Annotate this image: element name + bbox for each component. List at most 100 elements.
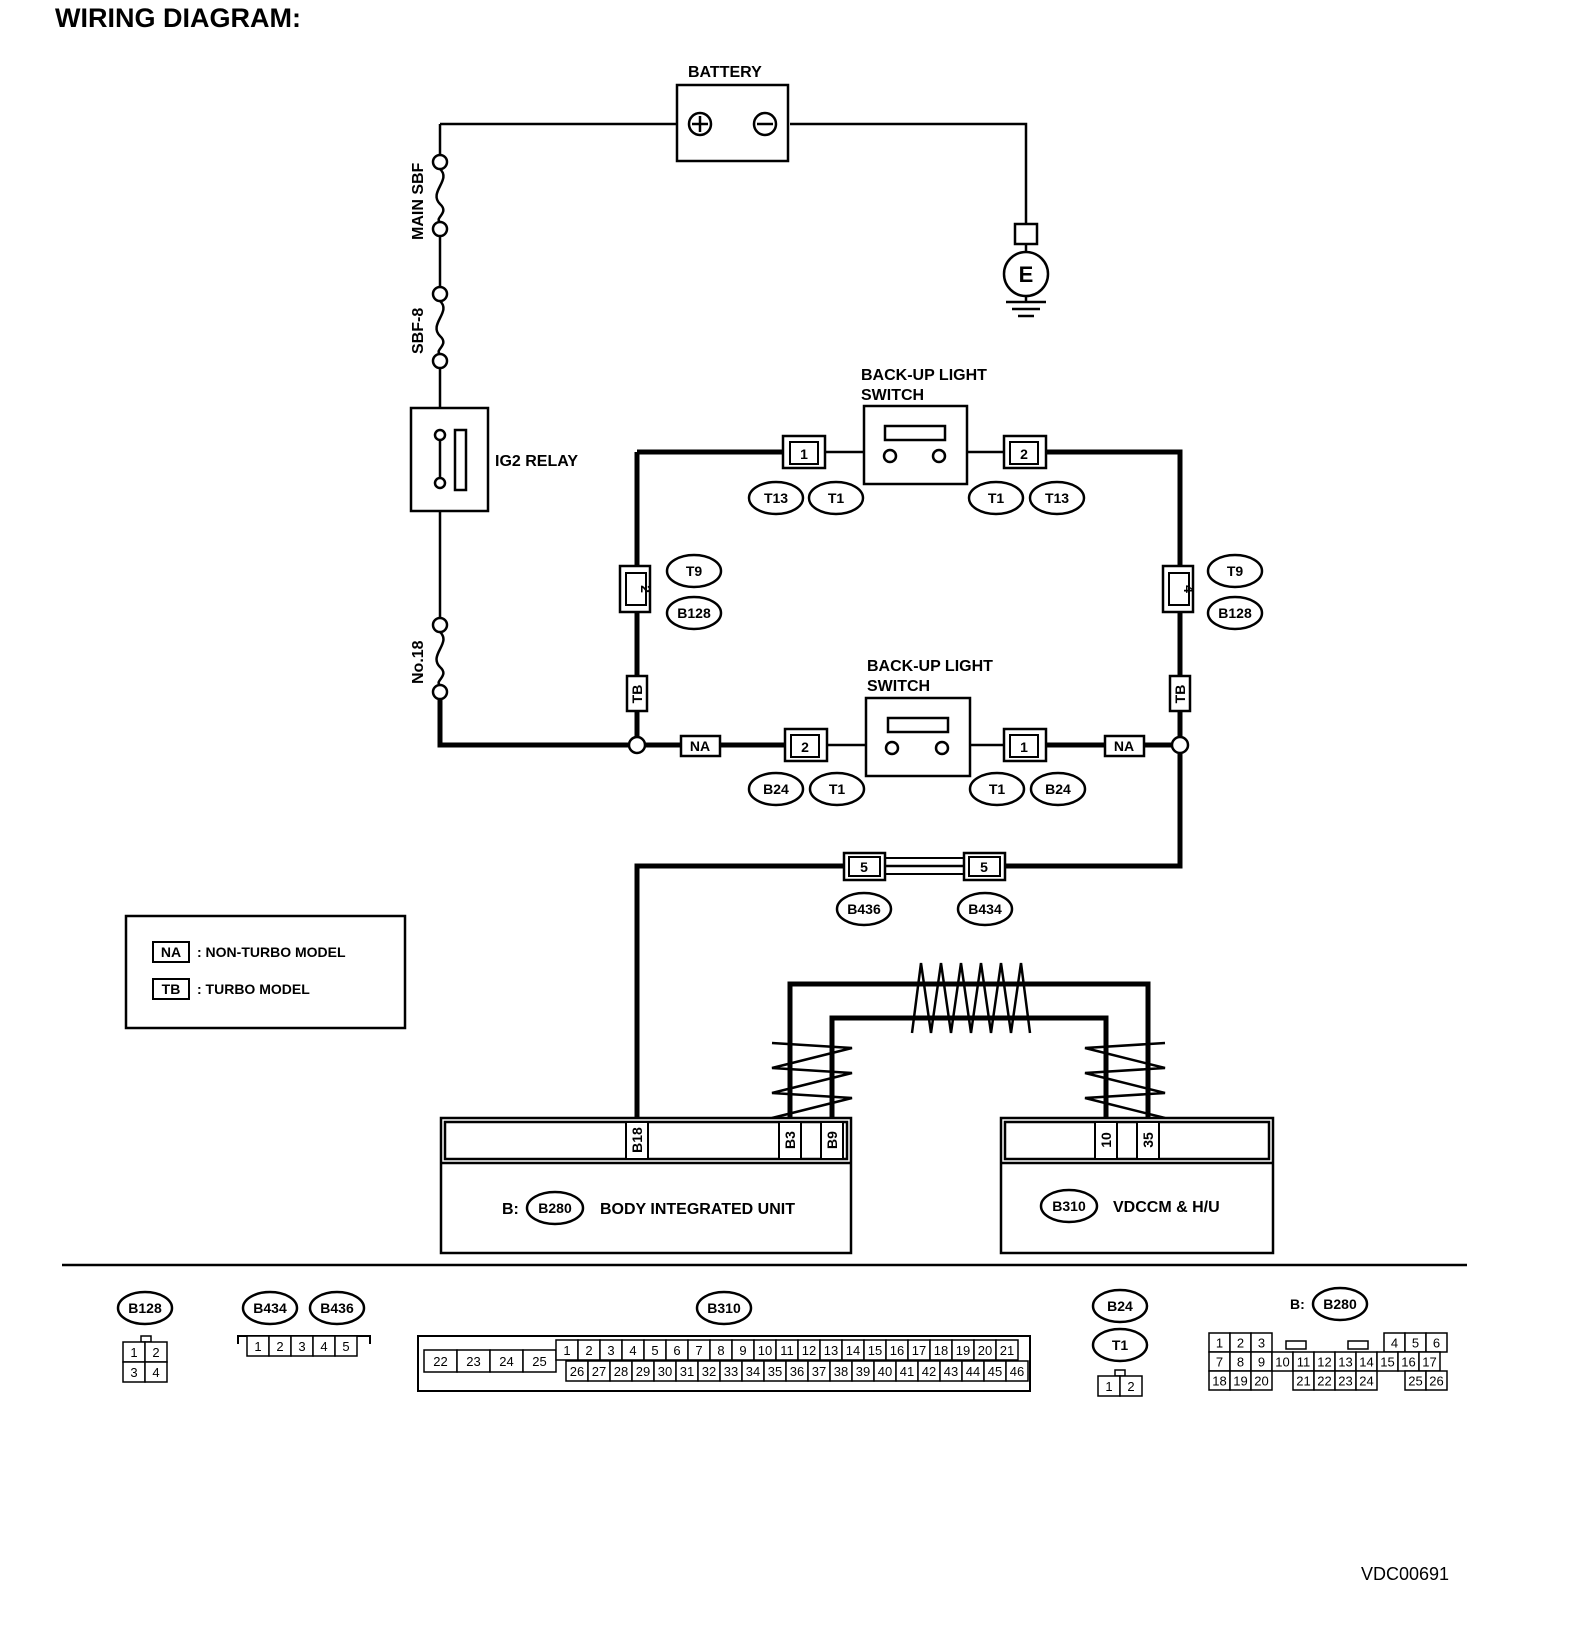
body-unit-label: BODY INTEGRATED UNIT: [600, 1201, 795, 1218]
connector-sw2-right-pin: 1: [1020, 739, 1028, 755]
tag-t1-lower-right: T1: [989, 781, 1006, 797]
tag-b128-right: B128: [1218, 605, 1252, 621]
junction-right: [1170, 735, 1190, 755]
connector-left-vertical: 2 T9 B128: [618, 553, 723, 631]
b310-pin: 30: [658, 1364, 672, 1379]
sbf8-fuse: SBF-8: [410, 285, 449, 370]
b310-pin: 35: [768, 1364, 782, 1379]
vdc-unit-label: VDCCM & H/U: [1113, 1199, 1220, 1216]
b280-pin: 11: [1297, 1355, 1311, 1370]
b310-pin: 1: [563, 1343, 570, 1358]
body-unit-prefix: B:: [502, 1201, 519, 1218]
b280-pin: 8: [1237, 1355, 1244, 1370]
b310-pin: 42: [922, 1364, 936, 1379]
main-sbf-fuse: MAIN SBF: [410, 153, 449, 240]
b310-pin: 2: [585, 1343, 592, 1358]
view-t1-label: T1: [1112, 1337, 1129, 1353]
switch-upper-label-line1: BACK-UP LIGHT: [861, 367, 987, 384]
ig2-relay: IG2 RELAY: [409, 406, 578, 513]
tag-b434: B434: [968, 901, 1002, 917]
thick-wiring: [437, 449, 1183, 1125]
view-b24-label: B24: [1107, 1298, 1133, 1314]
connector-sw1-left-pin: 1: [800, 446, 808, 462]
ig2-relay-label: IG2 RELAY: [495, 453, 578, 470]
b310-left-pin: 23: [466, 1354, 480, 1369]
b128-pin-cell: [144, 1361, 168, 1383]
b434-pin: 4: [320, 1339, 327, 1354]
b280-pin: 9: [1258, 1355, 1265, 1370]
b310-pin: 7: [695, 1343, 702, 1358]
b280-pin-cell: [1250, 1370, 1273, 1391]
b310-pin: 6: [673, 1343, 680, 1358]
b310-pin: 29: [636, 1364, 650, 1379]
tb-right-label: TB: [1172, 685, 1188, 704]
b280-pin: 12: [1317, 1355, 1331, 1370]
tag-b24-left: B24: [763, 781, 789, 797]
b310-pin: 4: [629, 1343, 636, 1358]
ground-point: E: [1002, 222, 1050, 318]
na-box-right: NA: [1103, 734, 1146, 758]
vdc-connector: B310: [1052, 1198, 1086, 1214]
b310-pin: 39: [856, 1364, 870, 1379]
fuse-no18-label: No.18: [410, 640, 427, 684]
tag-b24-right: B24: [1045, 781, 1071, 797]
b280-pin-cell: [1425, 1370, 1448, 1391]
b310-pin: 3: [607, 1343, 614, 1358]
b310-pin: 28: [614, 1364, 628, 1379]
joint-right-pin: 5: [980, 859, 988, 875]
sbf8-label: SBF-8: [410, 308, 427, 354]
b280-pin: 17: [1422, 1355, 1436, 1370]
b310-pin: 27: [592, 1364, 606, 1379]
tb-box-right: TB: [1168, 674, 1192, 713]
b310-pin: 13: [824, 1343, 838, 1358]
tags-sw2: B24 T1 T1 B24: [747, 771, 1087, 807]
b280-pin: 18: [1212, 1374, 1226, 1389]
body-pin-b3: B3: [782, 1131, 798, 1149]
b128-pin: 4: [152, 1365, 159, 1380]
connector-right-vertical-pin: 4: [1181, 585, 1197, 593]
connector-left-vertical-pin: 2: [638, 585, 654, 593]
b280-pin: 1: [1216, 1336, 1223, 1351]
b280-pin: 26: [1429, 1374, 1443, 1389]
b310-pin: 18: [934, 1343, 948, 1358]
junction-left: [627, 735, 647, 755]
b310-pin: 9: [739, 1343, 746, 1358]
backup-light-switch-lower: BACK-UP LIGHT SWITCH: [864, 658, 993, 778]
b310-pin: 38: [834, 1364, 848, 1379]
connector-sw1-left: 1: [781, 434, 827, 470]
switch-upper-label-line2: SWITCH: [861, 387, 924, 404]
tag-t9-left: T9: [686, 563, 703, 579]
switch-lower-label-line2: SWITCH: [867, 678, 930, 695]
b310-pin: 33: [724, 1364, 738, 1379]
view-b436-label: B436: [320, 1300, 354, 1316]
tag-t1-left: T1: [828, 490, 845, 506]
view-b434-label: B434: [253, 1300, 287, 1316]
b280-pin: 15: [1380, 1355, 1394, 1370]
b310-pin: 11: [780, 1343, 794, 1358]
b310-pin: 41: [900, 1364, 914, 1379]
view-b128-label: B128: [128, 1300, 162, 1316]
b310-pin: 26: [570, 1364, 584, 1379]
b310-pin: 16: [890, 1343, 904, 1358]
b310-pin: 10: [758, 1343, 772, 1358]
body-integrated-unit: B18 B3 B9 B: B280 BODY INTEGRATED UNIT: [439, 1116, 853, 1255]
b310-pin: 20: [978, 1343, 992, 1358]
b280-pin: 4: [1391, 1336, 1398, 1351]
tag-t13-left: T13: [764, 490, 788, 506]
b434-pin-cell: [334, 1335, 358, 1357]
na-right-label: NA: [1114, 738, 1134, 754]
tag-b128-left: B128: [677, 605, 711, 621]
b310-pin: 14: [846, 1343, 860, 1358]
b280-pin: 3: [1258, 1336, 1265, 1351]
b310-pin: 40: [878, 1364, 892, 1379]
b280-pin: 10: [1275, 1355, 1289, 1370]
b280-pin: 7: [1216, 1355, 1223, 1370]
b310-left-pin: 22: [433, 1354, 447, 1369]
b310-pin: 19: [956, 1343, 970, 1358]
tag-t13-right: T13: [1045, 490, 1069, 506]
